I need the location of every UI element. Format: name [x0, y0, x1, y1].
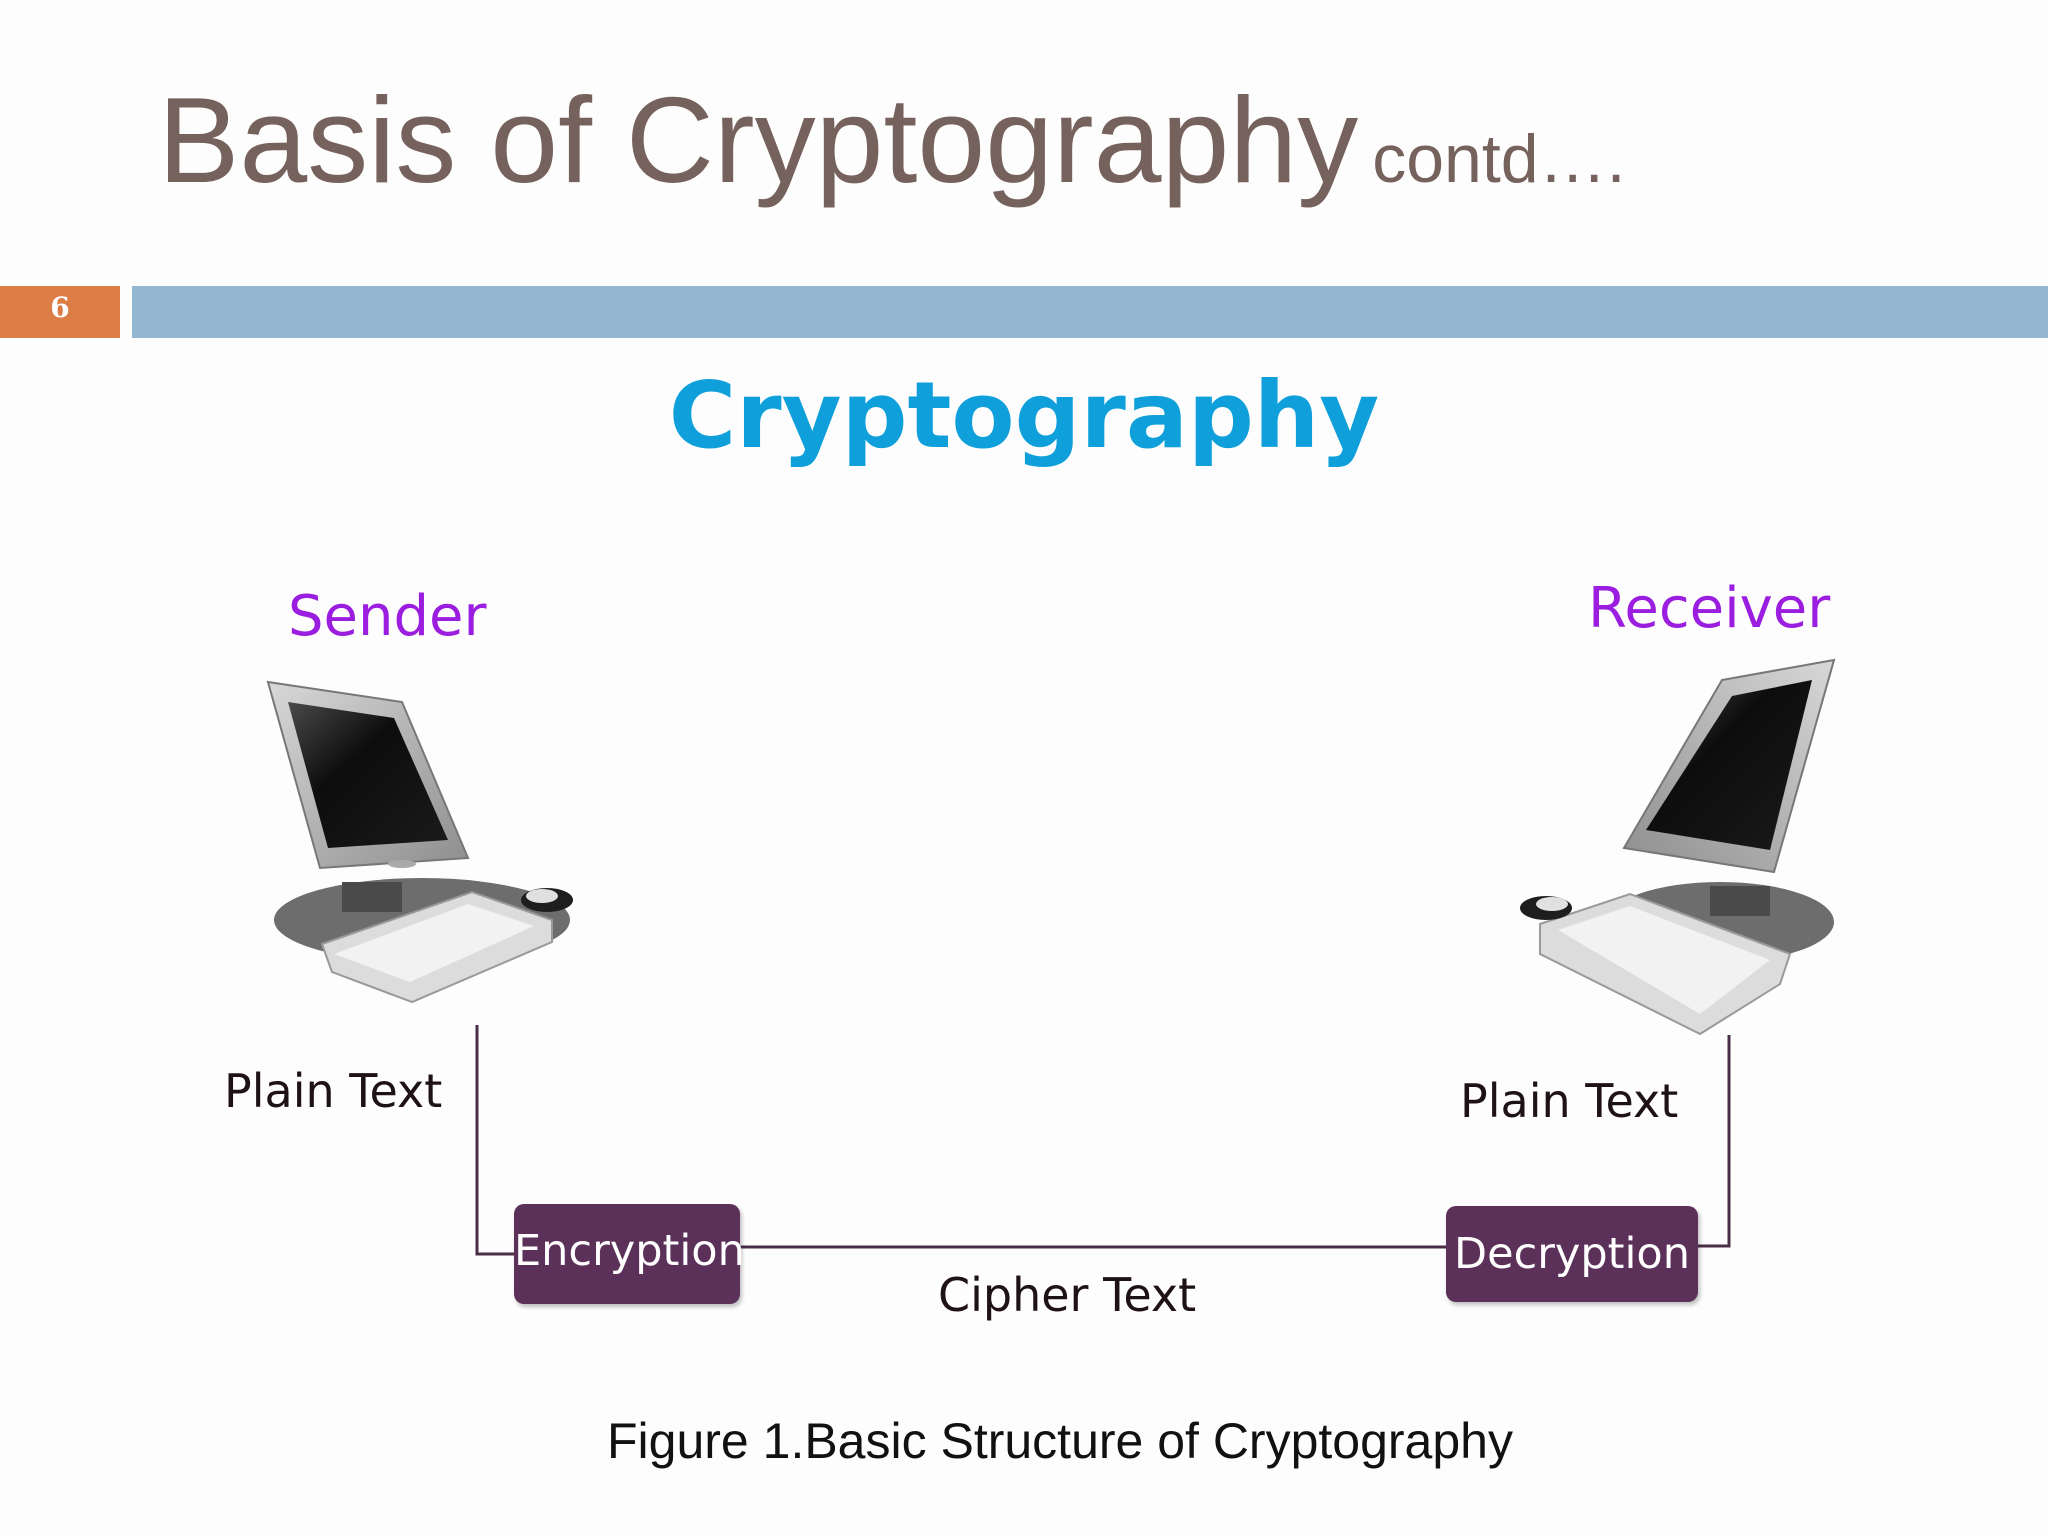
sender-plain-text-label: Plain Text — [224, 1064, 443, 1118]
receiver-label: Receiver — [1588, 576, 1831, 641]
figure-caption: Figure 1.Basic Structure of Cryptography — [607, 1413, 1513, 1469]
receiver-plain-text-label: Plain Text — [1460, 1074, 1679, 1128]
slide-title-suffix: contd…. — [1372, 121, 1626, 197]
slide-number: 6 — [0, 286, 120, 338]
diagram-heading: Cryptography — [668, 362, 1380, 469]
sender-to-encryption-line — [475, 1025, 517, 1256]
slide-title-main: Basis of Cryptography — [158, 72, 1359, 208]
decryption-to-receiver-line — [1697, 1035, 1731, 1248]
title-divider-bar — [132, 286, 2048, 338]
cipher-text-label: Cipher Text — [938, 1268, 1197, 1322]
sender-label: Sender — [288, 584, 487, 649]
decryption-box: Decryption — [1446, 1206, 1698, 1302]
encryption-box: Encryption — [514, 1204, 745, 1304]
sender-computer-icon — [266, 680, 573, 1004]
receiver-computer-icon — [1520, 658, 1836, 1036]
